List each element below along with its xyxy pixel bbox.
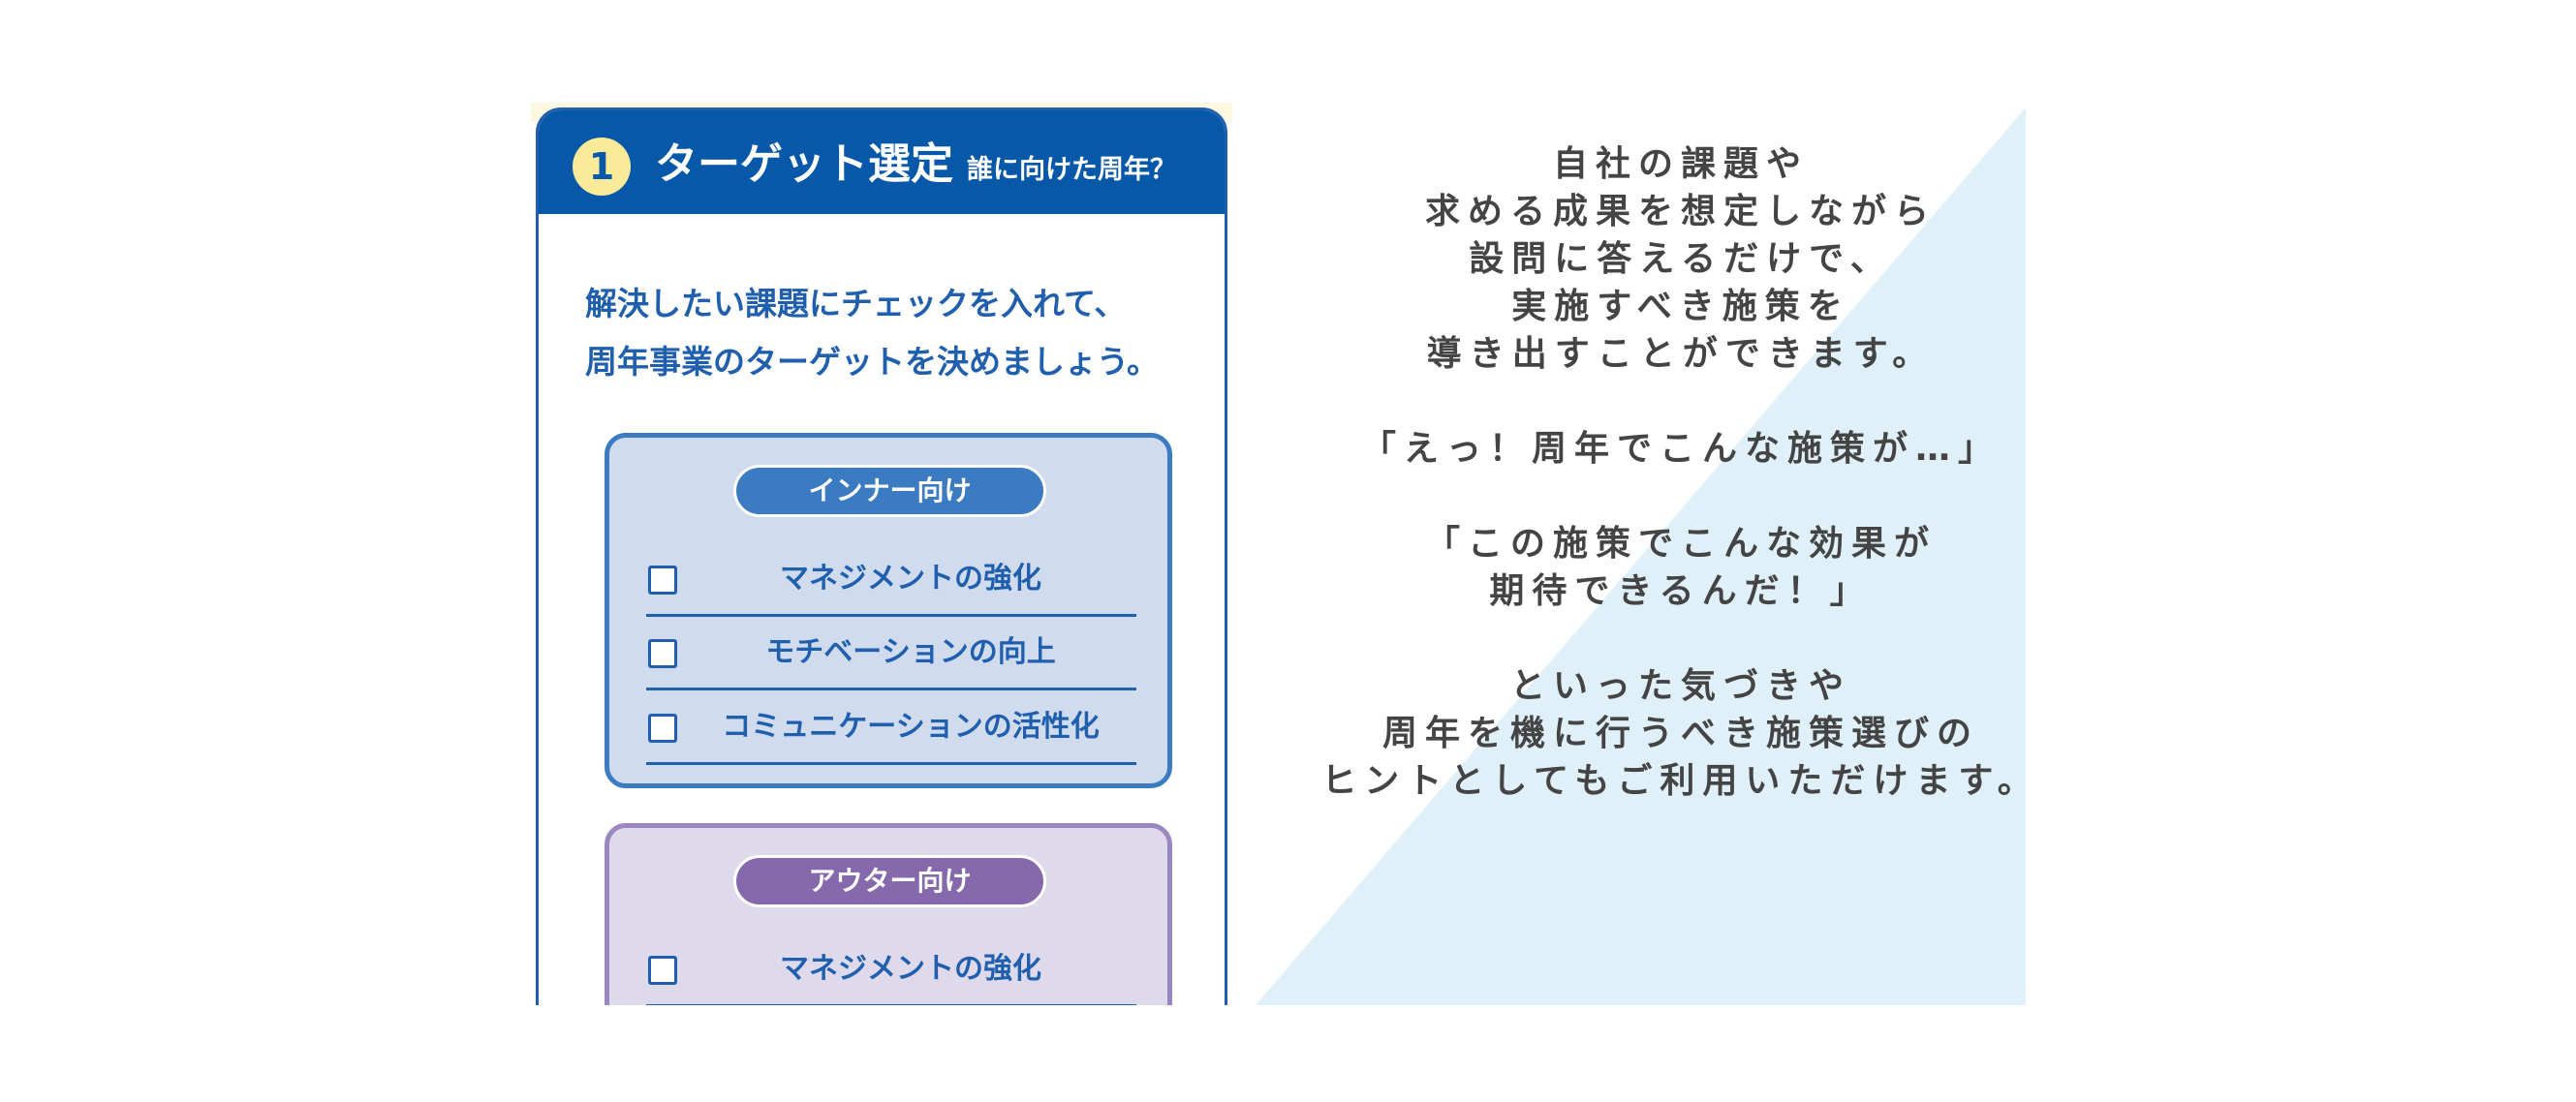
checklist-item[interactable]: マネジメントの強化: [646, 544, 1136, 617]
copy-line: 導き出すことができます。: [1426, 334, 1936, 374]
checkbox[interactable]: [648, 714, 677, 743]
copy-line: 実施すべき施策を: [1511, 287, 1850, 326]
checklist-item-label: モチベーションの向上: [765, 635, 1056, 669]
inner-target-group: インナー向け マネジメントの強化 モチベーションの向上 コミュニケーションの活性…: [605, 433, 1172, 788]
checklist-item-label: マネジメントの強化: [780, 562, 1041, 596]
checkbox[interactable]: [648, 956, 677, 985]
checkbox[interactable]: [648, 639, 677, 668]
copy-line: 設問に答えるだけで、: [1469, 239, 1893, 279]
outer-target-group: アウター向け マネジメントの強化: [605, 823, 1172, 1005]
copy-spacer: [1196, 473, 2165, 520]
card-subtitle: 誰に向けた周年？: [967, 155, 1176, 185]
copy-line: 周年を機に行うべき施策選びの: [1381, 714, 1979, 753]
copy-spacer: [1196, 615, 2165, 662]
copy-line: 「えっ！周年でこんな施策が…」: [1360, 429, 2001, 469]
target-selection-card: 1 ターゲット選定誰に向けた周年？ 解決したい課題にチェックを入れて、 周年事業…: [536, 107, 1227, 1005]
copy-line: 自社の課題や: [1552, 144, 1809, 184]
copy-line: 「この施策でこんな効果が: [1424, 524, 1937, 564]
instruction-line: 解決したい課題にチェックを入れて、: [585, 285, 1127, 322]
checklist-item[interactable]: マネジメントの強化: [646, 934, 1136, 1005]
card-title: ターゲット選定誰に向けた周年？: [655, 136, 1176, 199]
card-header: 1 ターゲット選定誰に向けた周年？: [539, 110, 1225, 214]
checklist-item-label: マネジメントの強化: [780, 952, 1041, 986]
description-copy: 自社の課題や 求める成果を想定しながら 設問に答えるだけで、 実施すべき施策を …: [1196, 140, 2165, 805]
outer-group-label: アウター向け: [733, 855, 1046, 907]
inner-group-label: インナー向け: [733, 465, 1046, 517]
copy-spacer: [1196, 378, 2165, 425]
card-title-text: ターゲット選定: [655, 139, 953, 189]
copy-line: といった気づきや: [1509, 666, 1851, 706]
step-number-badge: 1: [573, 138, 631, 196]
checklist-item[interactable]: モチベーションの向上: [646, 618, 1136, 690]
copy-line: 期待できるんだ！」: [1489, 571, 1873, 611]
checklist-item[interactable]: コミュニケーションの活性化: [646, 692, 1136, 765]
checkbox[interactable]: [648, 566, 677, 595]
instruction-line: 周年事業のターゲットを決めましょう。: [585, 343, 1160, 381]
instruction-text: 解決したい課題にチェックを入れて、 周年事業のターゲットを決めましょう。: [585, 275, 1159, 391]
copy-line: ヒントとしてもご利用いただけます。: [1321, 761, 2040, 801]
checklist-item-label: コミュニケーションの活性化: [722, 710, 1100, 744]
copy-line: 求める成果を想定しながら: [1424, 192, 1937, 231]
